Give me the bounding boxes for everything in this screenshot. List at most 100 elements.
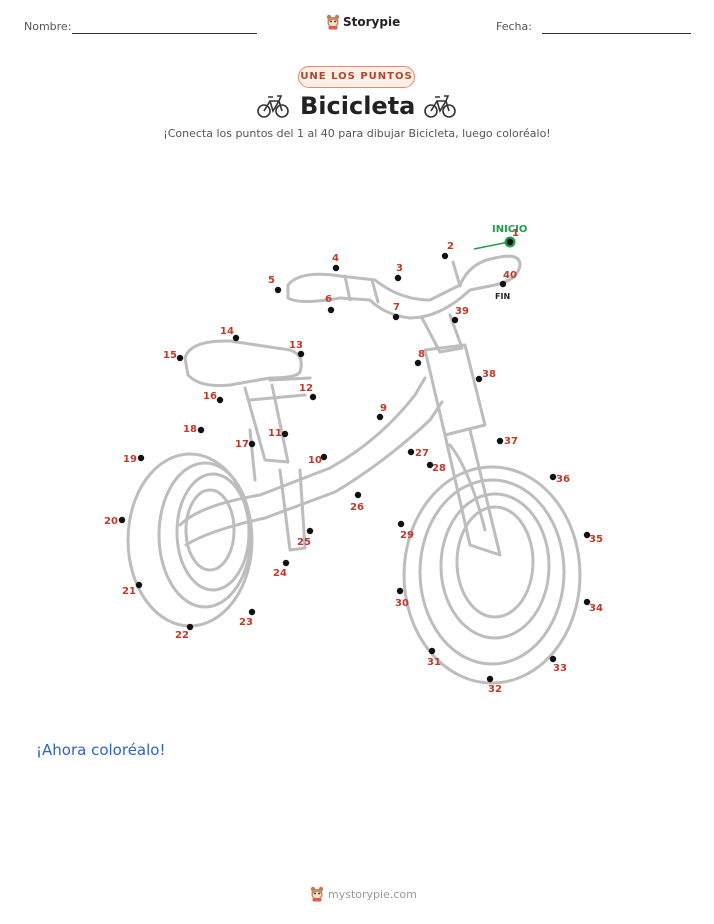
dot-label-35: 35: [589, 534, 603, 545]
dot-13: [297, 350, 305, 358]
dot-label-16: 16: [203, 391, 217, 402]
dot-20: [118, 516, 126, 524]
dot-label-21: 21: [122, 586, 136, 597]
brand-logo: Storypie: [326, 14, 400, 30]
dot-label-6: 6: [325, 294, 332, 305]
dot-label-5: 5: [268, 275, 275, 286]
dot-label-18: 18: [183, 424, 197, 435]
dot-label-7: 7: [393, 302, 400, 313]
dot-28: [426, 461, 434, 469]
dot-26: [354, 491, 362, 499]
dot-label-12: 12: [299, 383, 313, 394]
bicycle-icon: [257, 95, 289, 118]
instructions: ¡Conecta los puntos del 1 al 40 para dib…: [163, 127, 551, 140]
dot-label-27: 27: [415, 448, 429, 459]
dot-label-11: 11: [268, 428, 282, 439]
dot-1: [506, 238, 514, 246]
dot-label-4: 4: [332, 253, 339, 264]
bicycle-outline: [126, 254, 582, 685]
dot-27: [407, 448, 415, 456]
end-label: FIN: [495, 292, 510, 301]
dot-19: [137, 454, 145, 462]
dot-label-26: 26: [350, 502, 364, 513]
footer-url: mystorypie.com: [328, 887, 417, 901]
mascot-icon: [310, 886, 324, 902]
dot-14: [232, 334, 240, 342]
dot-label-9: 9: [380, 403, 387, 414]
dot-label-13: 13: [289, 340, 303, 351]
mascot-icon: [326, 14, 340, 30]
dot-2: [441, 252, 449, 260]
dot-7: [392, 313, 400, 321]
dot-label-17: 17: [235, 439, 249, 450]
dot-40: [499, 280, 507, 288]
dot-label-34: 34: [589, 603, 603, 614]
dot-label-29: 29: [400, 530, 414, 541]
date-label: Fecha:: [496, 20, 532, 33]
dot-label-30: 30: [395, 598, 409, 609]
dot-label-38: 38: [482, 369, 496, 380]
dot-label-31: 31: [427, 657, 441, 668]
dot-22: [186, 623, 194, 631]
dot-34: [583, 598, 591, 606]
dot-label-10: 10: [308, 455, 322, 466]
dot-24: [282, 559, 290, 567]
dot-6: [327, 306, 335, 314]
activity-badge: UNE LOS PUNTOS: [298, 66, 415, 88]
dot-label-25: 25: [297, 537, 311, 548]
dot-5: [274, 286, 282, 294]
dot-15: [176, 354, 184, 362]
dot-37: [496, 437, 504, 445]
dot-label-14: 14: [220, 326, 234, 337]
date-field-line: [542, 33, 691, 34]
dot-layer: 1234567891011121314151617181920212223242…: [104, 228, 603, 695]
brand-name: Storypie: [343, 15, 401, 29]
dot-29: [397, 520, 405, 528]
dot-label-28: 28: [432, 463, 446, 474]
dot-16: [216, 396, 224, 404]
dot-label-8: 8: [418, 349, 425, 360]
dot-21: [135, 581, 143, 589]
dot-33: [549, 655, 557, 663]
dot-39: [451, 316, 459, 324]
dot-11: [281, 430, 289, 438]
dot-label-22: 22: [175, 630, 189, 641]
dot-38: [475, 375, 483, 383]
dot-30: [396, 587, 404, 595]
dot-label-1: 1: [512, 228, 519, 239]
dot-4: [332, 264, 340, 272]
dot-3: [394, 274, 402, 282]
dot-36: [549, 473, 557, 481]
dot-label-36: 36: [556, 474, 570, 485]
name-label: Nombre:: [24, 20, 72, 33]
dot-25: [306, 527, 314, 535]
page-title: Bicicleta: [300, 92, 416, 120]
bicycle-icon: [424, 95, 456, 118]
dot-label-15: 15: [163, 350, 177, 361]
dot-label-20: 20: [104, 516, 118, 527]
dot-label-32: 32: [488, 684, 502, 695]
dot-17: [248, 440, 256, 448]
start-marker: INICIO: [473, 224, 527, 250]
dot-label-33: 33: [553, 663, 567, 674]
dot-label-2: 2: [447, 241, 454, 252]
dot-10: [320, 453, 328, 461]
dot-35: [583, 531, 591, 539]
start-label: INICIO: [492, 224, 527, 235]
dot-32: [486, 675, 494, 683]
color-prompt: ¡Ahora coloréalo!: [36, 741, 166, 759]
dot-label-23: 23: [239, 617, 253, 628]
dot-18: [197, 426, 205, 434]
dot-label-3: 3: [396, 263, 403, 274]
dot-label-24: 24: [273, 568, 287, 579]
dot-label-39: 39: [455, 306, 469, 317]
dot-8: [414, 359, 422, 367]
dot-12: [309, 393, 317, 401]
dot-label-19: 19: [123, 454, 137, 465]
dot-23: [248, 608, 256, 616]
dot-label-40: 40: [503, 270, 517, 281]
dot-label-37: 37: [504, 436, 518, 447]
footer: mystorypie.com: [310, 886, 417, 902]
name-field-line: [72, 33, 257, 34]
